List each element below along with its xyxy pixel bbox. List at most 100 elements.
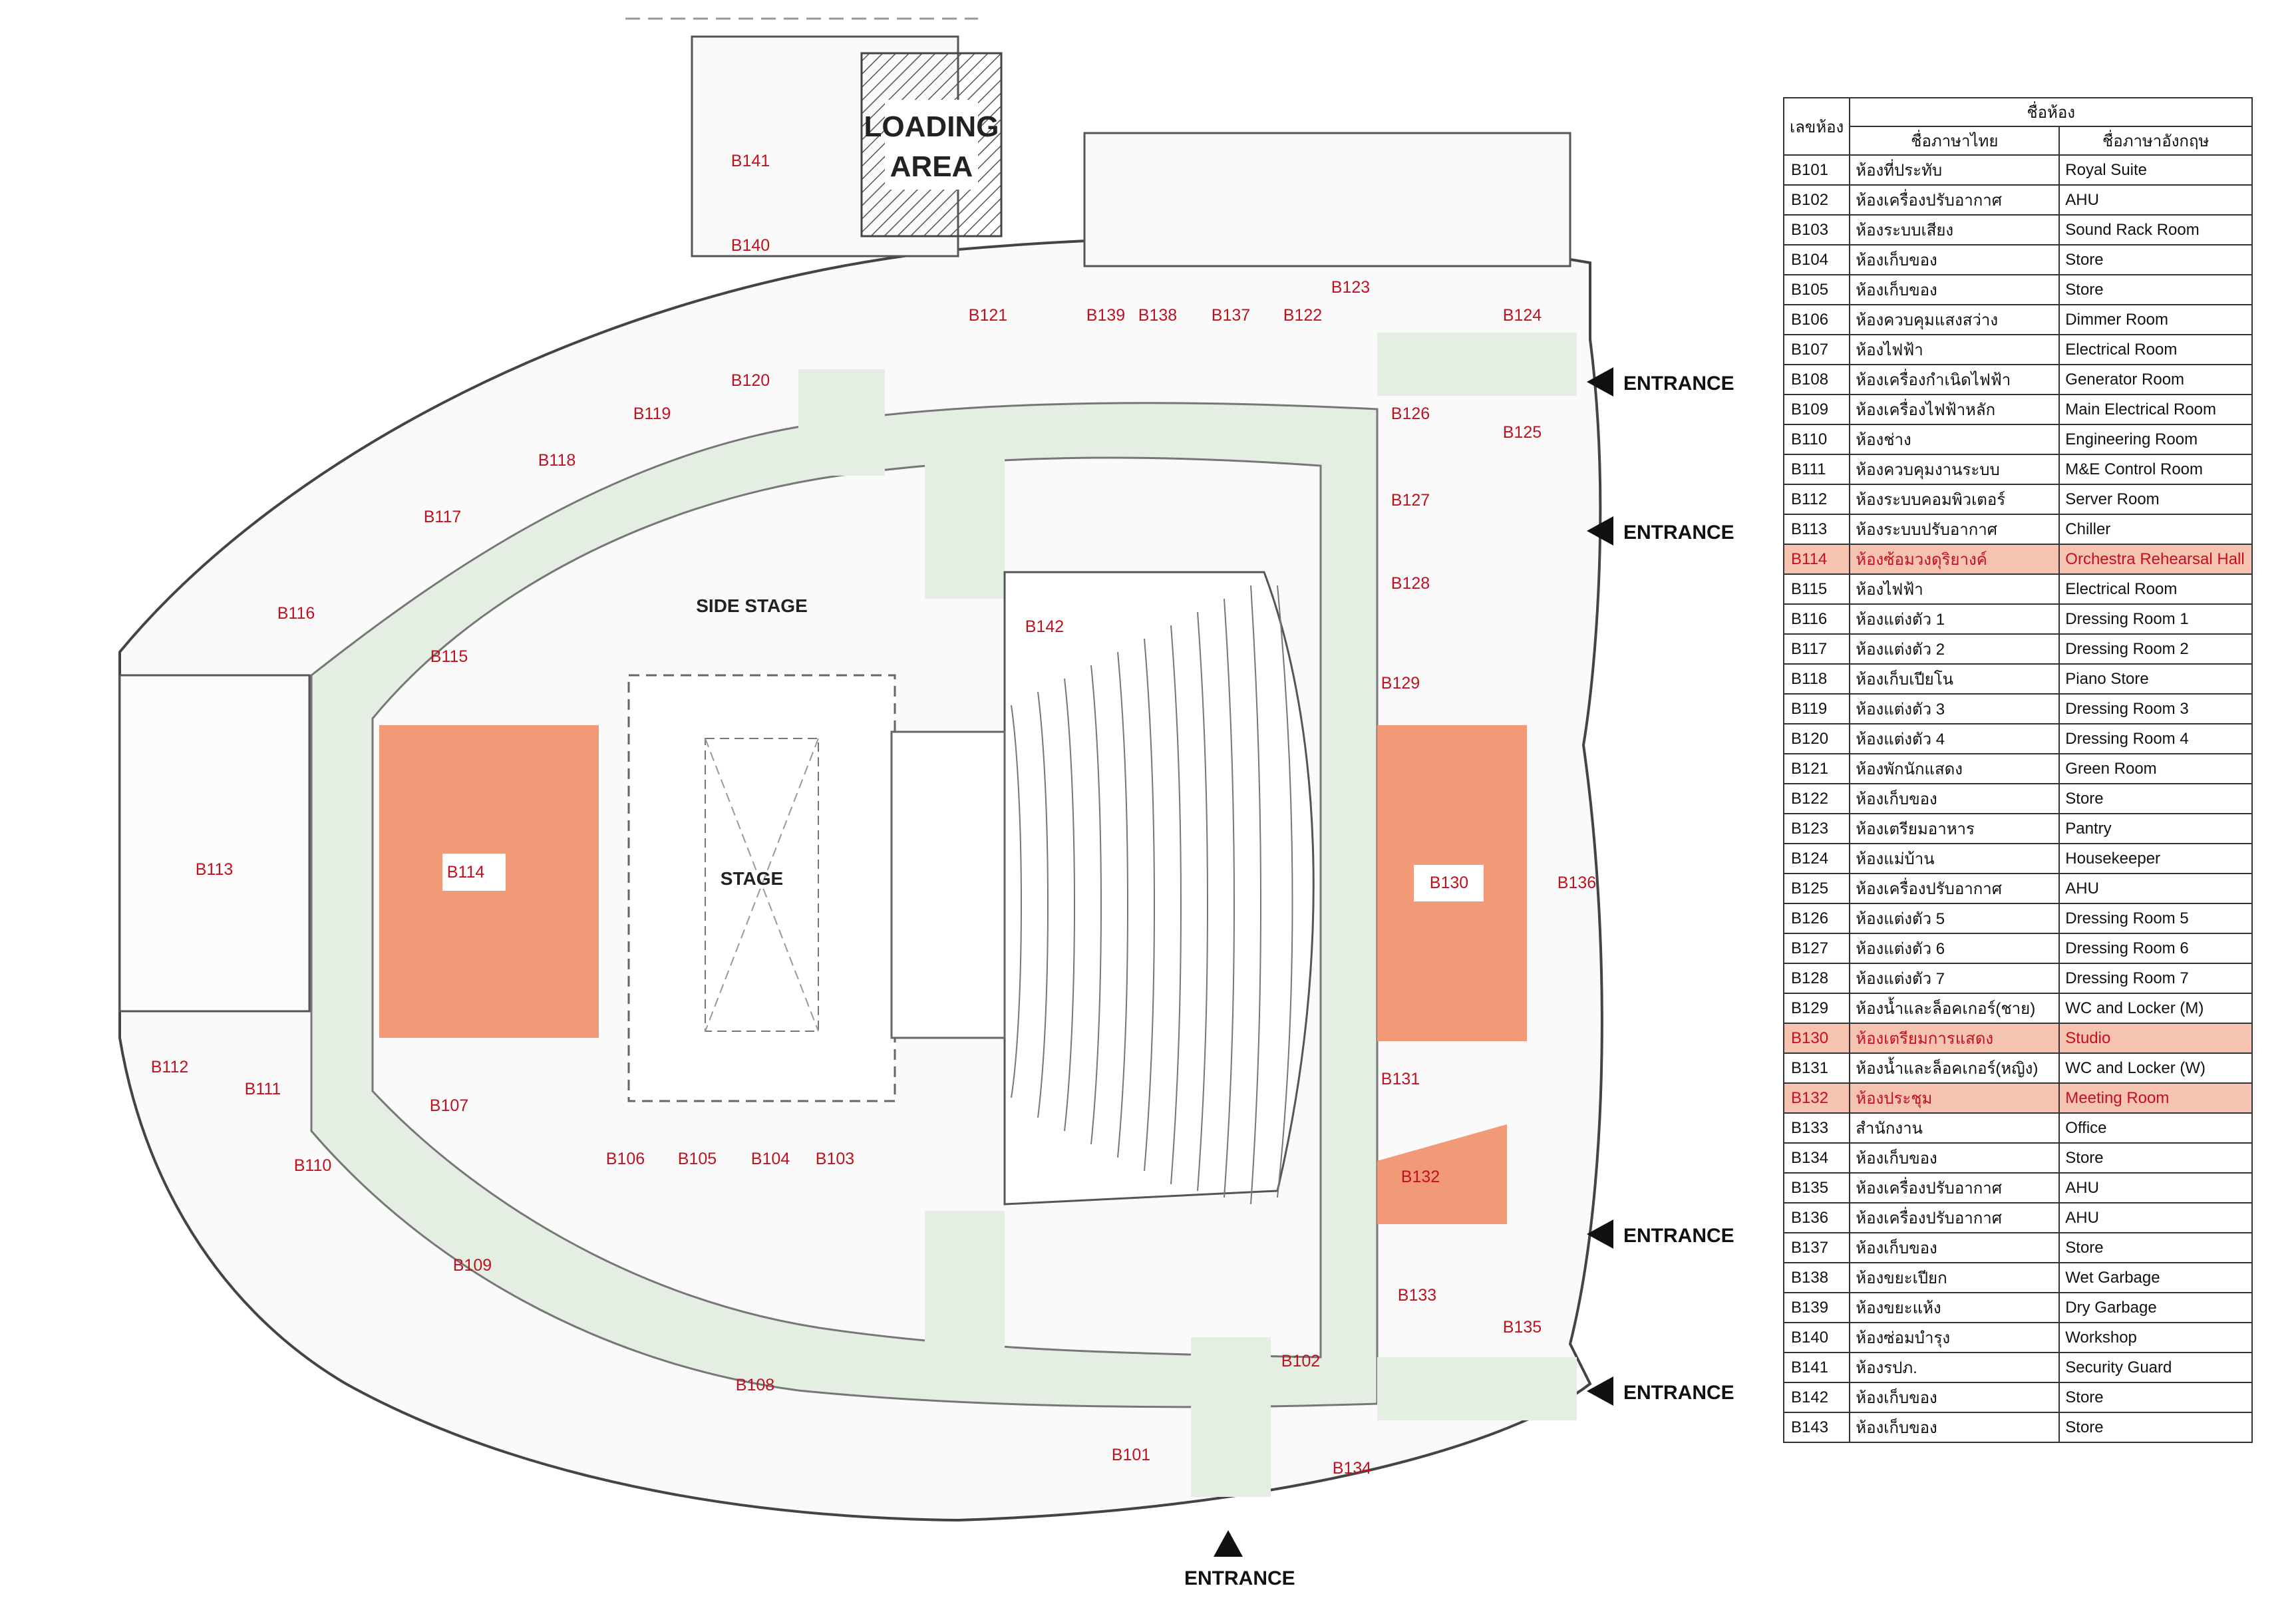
auditorium xyxy=(1003,571,1315,1205)
legend-cell-code: B141 xyxy=(1782,1352,1851,1383)
entrance-label: ENTRANCE xyxy=(1184,1567,1295,1589)
room-b127[interactable]: B127 xyxy=(1391,491,1430,510)
legend-cell-thai: ห้องแต่งตัว 7 xyxy=(1849,963,2060,994)
legend-cell-thai: ห้องเครื่องปรับอากาศ xyxy=(1849,873,2060,904)
legend-cell-code: B138 xyxy=(1782,1262,1851,1293)
room-b113[interactable]: B113 xyxy=(196,860,234,879)
legend-cell-thai: ห้องรปภ. xyxy=(1849,1352,2060,1383)
room-b142[interactable]: B142 xyxy=(1025,617,1064,636)
room-b135[interactable]: B135 xyxy=(1503,1318,1542,1337)
room-b140[interactable]: B140 xyxy=(731,236,770,255)
room-b131[interactable]: B131 xyxy=(1381,1070,1420,1088)
room-b123[interactable]: B123 xyxy=(1331,278,1370,297)
legend-cell-english: Dressing Room 7 xyxy=(2058,963,2253,994)
legend-cell-english: WC and Locker (W) xyxy=(2058,1052,2253,1084)
room-b119[interactable]: B119 xyxy=(633,404,671,423)
room-b111[interactable]: B111 xyxy=(245,1080,281,1098)
legend-cell-code: B102 xyxy=(1782,184,1851,216)
room-b108[interactable]: B108 xyxy=(736,1376,774,1394)
room-b128[interactable]: B128 xyxy=(1391,574,1430,593)
entrance-east-1[interactable]: ENTRANCE xyxy=(1587,367,1734,397)
room-b141[interactable]: B141 xyxy=(731,152,770,170)
room-b110[interactable]: B110 xyxy=(294,1156,332,1175)
room-b114[interactable]: B114 xyxy=(447,863,485,882)
room-b107[interactable]: B107 xyxy=(430,1096,468,1115)
entrance-east-2[interactable]: ENTRANCE xyxy=(1587,516,1734,546)
legend-cell-english: Housekeeper xyxy=(2058,843,2253,874)
room-b104[interactable]: B104 xyxy=(751,1150,790,1168)
room-b129[interactable]: B129 xyxy=(1381,674,1420,693)
room-b137[interactable]: B137 xyxy=(1212,306,1250,325)
loading-area-label-2: AREA xyxy=(890,150,973,183)
room-b130[interactable]: B130 xyxy=(1430,874,1468,892)
legend-cell-english: Electrical Room xyxy=(2058,573,2253,605)
legend-cell-code: B132 xyxy=(1782,1082,1851,1114)
legend-cell-english: Engineering Room xyxy=(2058,424,2253,455)
room-b133[interactable]: B133 xyxy=(1398,1286,1436,1305)
room-b109[interactable]: B109 xyxy=(453,1256,492,1275)
legend-cell-english: Dressing Room 2 xyxy=(2058,633,2253,665)
legend-cell-code: B128 xyxy=(1782,963,1851,994)
room-b118[interactable]: B118 xyxy=(538,451,576,470)
legend-cell-code: B116 xyxy=(1782,603,1851,635)
legend-cell-thai: ห้องพักนักแสดง xyxy=(1849,753,2060,784)
legend-cell-english: Dressing Room 4 xyxy=(2058,723,2253,754)
room-b122[interactable]: B122 xyxy=(1283,306,1322,325)
room-b117[interactable]: B117 xyxy=(424,508,462,526)
room-b126[interactable]: B126 xyxy=(1391,404,1430,423)
room-b102[interactable]: B102 xyxy=(1281,1352,1320,1370)
legend-cell-code: B140 xyxy=(1782,1322,1851,1353)
legend-cell-thai: ห้องเก็บเปียโน xyxy=(1849,663,2060,695)
legend-cell-thai: ห้องแม่บ้าน xyxy=(1849,843,2060,874)
side-stage-label: SIDE STAGE xyxy=(696,595,808,616)
legend-cell-thai: ห้องระบบปรับอากาศ xyxy=(1849,514,2060,545)
room-b115[interactable]: B115 xyxy=(430,647,468,666)
legend-cell-english: Security Guard xyxy=(2058,1352,2253,1383)
room-b106[interactable]: B106 xyxy=(606,1150,645,1168)
legend-cell-english: AHU xyxy=(2058,873,2253,904)
legend-cell-code: B101 xyxy=(1782,154,1851,186)
legend-cell-english: Green Room xyxy=(2058,753,2253,784)
legend-cell-code: B111 xyxy=(1782,454,1851,485)
room-b105[interactable]: B105 xyxy=(678,1150,717,1168)
legend-cell-english: Electrical Room xyxy=(2058,334,2253,365)
room-b124[interactable]: B124 xyxy=(1503,306,1542,325)
floor-plan: LOADING AREA SIDE STAGE STAGE ENTRANCE E… xyxy=(118,17,1734,1589)
room-b125[interactable]: B125 xyxy=(1503,423,1542,442)
room-b139[interactable]: B139 xyxy=(1086,306,1125,325)
entrance-east-4[interactable]: ENTRANCE xyxy=(1587,1376,1734,1406)
room-b136[interactable]: B136 xyxy=(1558,874,1596,892)
legend-cell-english: Sound Rack Room xyxy=(2058,214,2253,245)
entrance-south[interactable]: ENTRANCE xyxy=(1184,1530,1295,1589)
legend-cell-thai: ห้องขยะเปียก xyxy=(1849,1262,2060,1293)
room-b121[interactable]: B121 xyxy=(969,306,1007,325)
room-b112[interactable]: B112 xyxy=(151,1058,189,1076)
room-b138[interactable]: B138 xyxy=(1138,306,1177,325)
legend-cell-code: B133 xyxy=(1782,1112,1851,1144)
room-b116[interactable]: B116 xyxy=(277,604,315,623)
legend-cell-code: B139 xyxy=(1782,1292,1851,1323)
room-b132[interactable]: B132 xyxy=(1401,1168,1440,1186)
legend-header-code: เลขห้อง xyxy=(1782,97,1851,156)
room-b103[interactable]: B103 xyxy=(816,1150,854,1168)
legend-cell-english: Store xyxy=(2058,244,2253,275)
legend-cell-thai: ห้องเครื่องปรับอากาศ xyxy=(1849,1202,2060,1233)
entrance-east-3[interactable]: ENTRANCE xyxy=(1587,1219,1734,1249)
room-legend-table: เลขห้อง ชื่อห้อง ชื่อภาษาไทย ชื่อภาษาอัง… xyxy=(1782,97,2253,1443)
room-b101[interactable]: B101 xyxy=(1112,1446,1150,1464)
room-b113-wall xyxy=(118,674,311,1013)
room-b120[interactable]: B120 xyxy=(731,371,770,390)
entrance-arrow-icon xyxy=(1587,1219,1613,1249)
legend-cell-code: B120 xyxy=(1782,723,1851,754)
room-b134[interactable]: B134 xyxy=(1333,1459,1371,1478)
